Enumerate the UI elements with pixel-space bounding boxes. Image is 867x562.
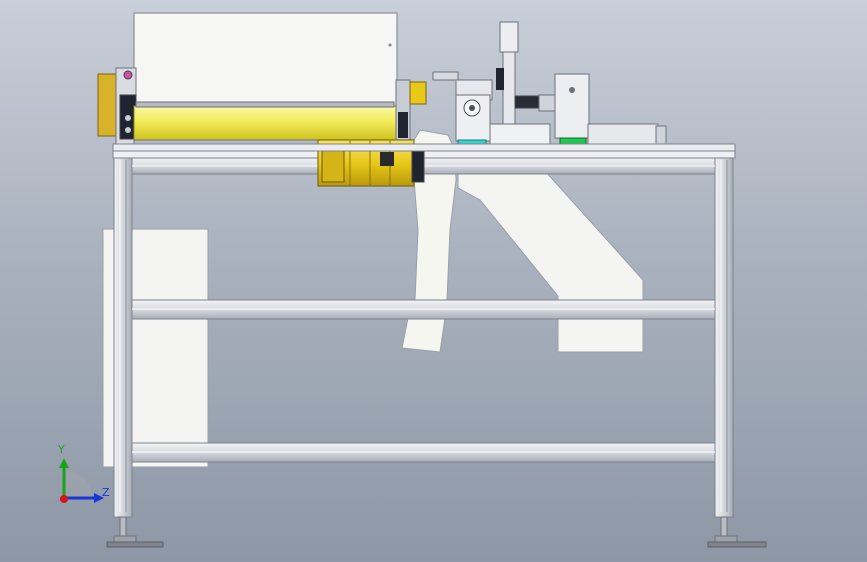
frame-leg-left [113, 154, 133, 518]
leveling-foot-left [106, 516, 164, 548]
leveling-foot-right [707, 516, 767, 548]
x-axis-point [60, 495, 68, 503]
frame-bottom-beam [131, 442, 716, 463]
frame-leg-right [714, 154, 734, 518]
work-table-top [112, 143, 736, 152]
z-axis-label: Z [102, 486, 110, 499]
tension-assembly [432, 21, 551, 150]
output-chute [457, 171, 644, 353]
axis-triad[interactable] [59, 458, 104, 503]
gearbox-unit [538, 73, 667, 149]
left-side-plate [97, 67, 137, 149]
y-axis-label: Y [58, 443, 65, 456]
frame-middle-beam [131, 299, 716, 320]
main-roller [133, 101, 397, 146]
hopper-box [133, 12, 398, 107]
